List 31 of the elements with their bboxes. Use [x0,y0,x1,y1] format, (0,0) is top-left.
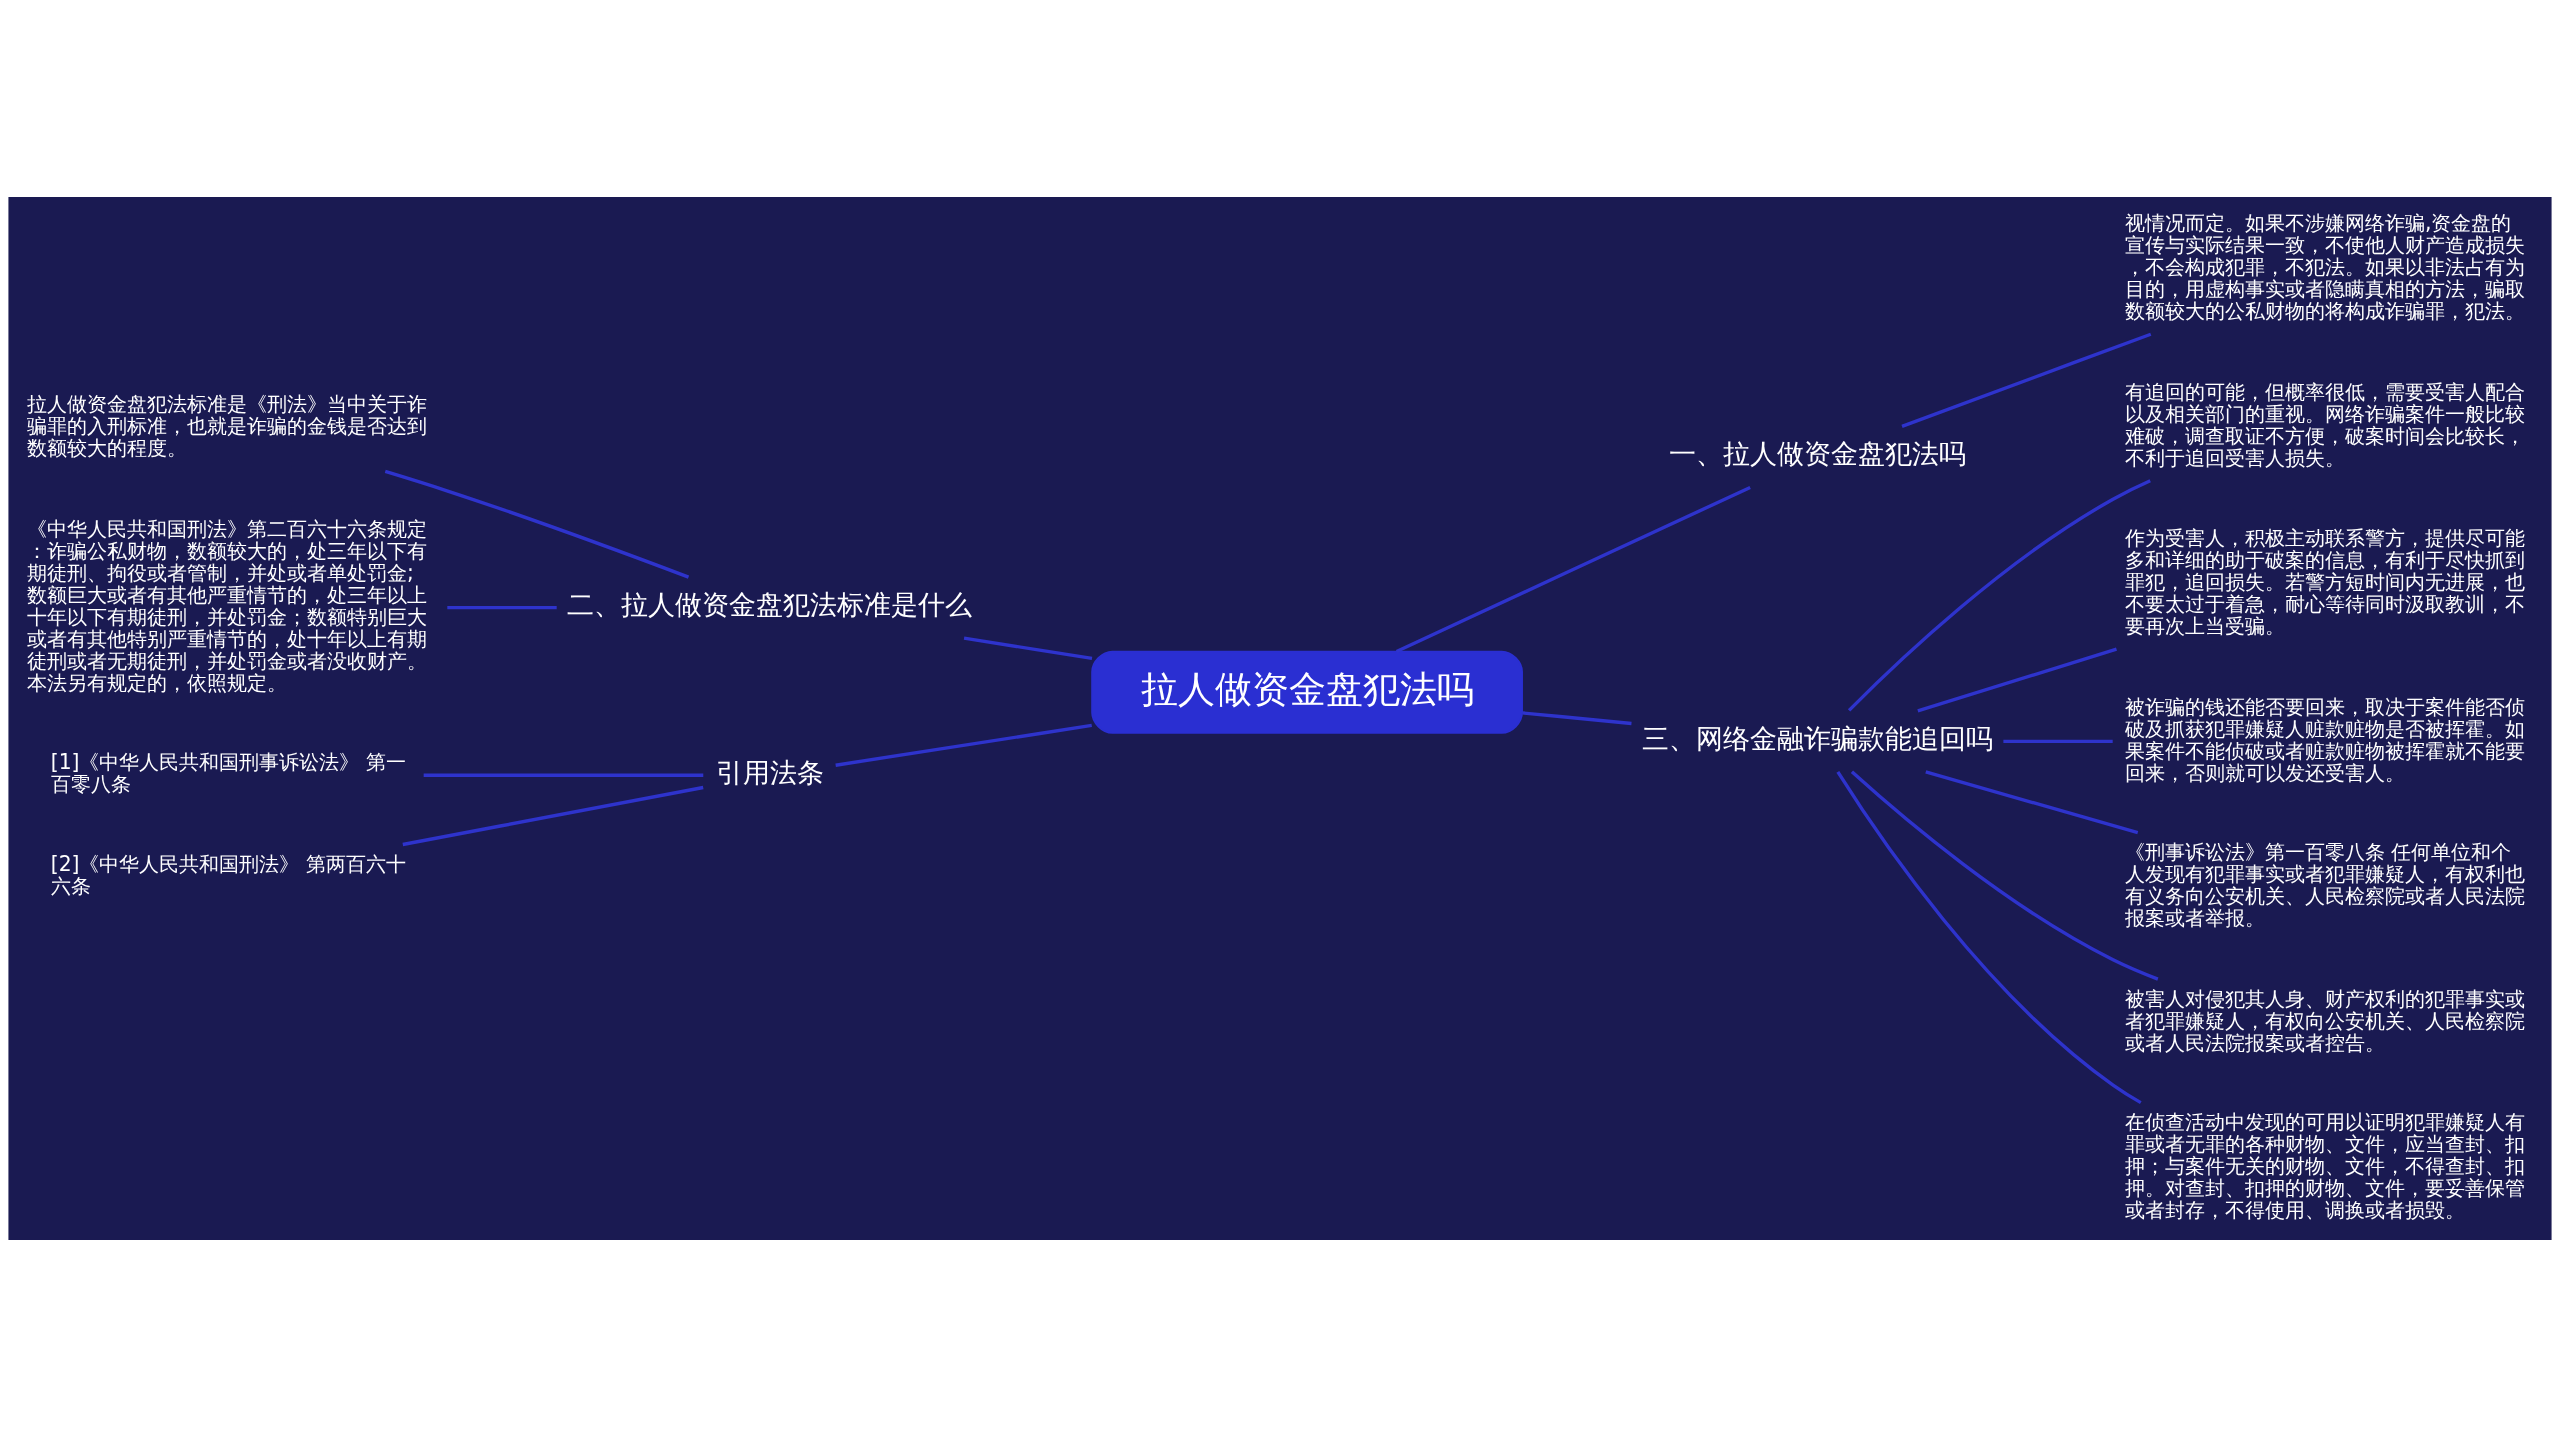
node-box: 拉人做资金盘犯法吗 [1091,650,1523,734]
connector [1836,770,2142,1104]
connector [963,636,1093,660]
connector [1901,332,2152,428]
node-text: 《中华人民共和国刑法》第二百六十六条规定：诈骗公私财物，数额较大的，处三年以下有期徒刑、拘役或者管制，并处或者单处罚金;数额巨大或者有其他严重情节的，处三年以上十年以下有期徒刑，并处罚金；数额特别巨大或者有其他特别严重情节的，处十年以上有期徒刑或者无期徒刑，并处罚金或者没收财产。本法另有规定的，依照规定。 [27,516,428,695]
connector [447,605,557,609]
node-text: [2]《中华人民共和国刑法》 第两百六十六条 [50,851,406,898]
node-text: 二、拉人做资金盘犯法标准是什么 [567,588,973,620]
connector [1925,769,2139,834]
node-text: 被诈骗的钱还能否要回来，取决于案件能否侦破及抓获犯罪嫌疑人赃款赃物是否被挥霍。如果案件不能侦破或者赃款赃物被挥霍就不能要回来，否则就可以发还受害人。 [2124,694,2525,785]
connector [2003,739,2113,743]
connector [1850,770,2159,981]
connector [1395,485,1751,653]
node-text: 有追回的可能，但概率很低，需要受害人配合以及相关部门的重视。网络诈骗案件一般比较难破，调查取证不方便，破案时间会比较长，不利于追回受害人损失。 [2124,379,2525,470]
connector [384,469,690,579]
connector [1522,710,1632,725]
connector [1917,647,2117,712]
node-text: 引用法条 [715,756,824,788]
node-text: 视情况而定。如果不涉嫌网络诈骗,资金盘的宣传与实际结果一致，不使他人财产造成损失，不会构成犯罪，不犯法。如果以非法占有为目的，用虚构事实或者隐瞒真相的方法，骗取数额较大的公私财物的将构成诈骗罪，犯法。 [2124,210,2525,323]
connector [402,785,704,846]
node-text: 被害人对侵犯其人身、财产权利的犯罪事实或者犯罪嫌疑人，有权向公安机关、人民检察院或者人民法院报案或者控告。 [2124,986,2525,1055]
node-text: 三、网络金融诈骗款能追回吗 [1642,722,1994,754]
node-text: 作为受害人，积极主动联系警方，提供尽可能多和详细的助于破案的信息，有利于尽快抓到罪犯，追回损失。若警方短时间内无进展，也不要太过于着急，耐心等待同时汲取教训，不要再次上当受骗。 [2124,525,2525,638]
connector [1847,478,2151,712]
node-text: [1]《中华人民共和国刑事诉讼法》 第一百零八条 [50,749,406,796]
node-text: 在侦查活动中发现的可用以证明犯罪嫌疑人有罪或者无罪的各种财物、文件，应当查封、扣押；与案件无关的财物、文件，不得查封、扣押。对查封、扣押的财物、文件，要妥善保管或者封存，不得使用、调换或者损毁。 [2124,1109,2525,1222]
connector [835,723,1092,767]
connector [423,773,704,777]
node-text: 《刑事诉讼法》第一百零八条 任何单位和个人发现有犯罪事实或者犯罪嫌疑人，有权利也有义务向公安机关、人民检察院或者人民法院报案或者举报。 [2124,839,2525,930]
node-text: 拉人做资金盘犯法标准是《刑法》当中关于诈骗罪的入刑标准，也就是诈骗的金钱是否达到数额较大的程度。 [27,391,428,460]
node-text: 一、拉人做资金盘犯法吗 [1669,437,1967,469]
